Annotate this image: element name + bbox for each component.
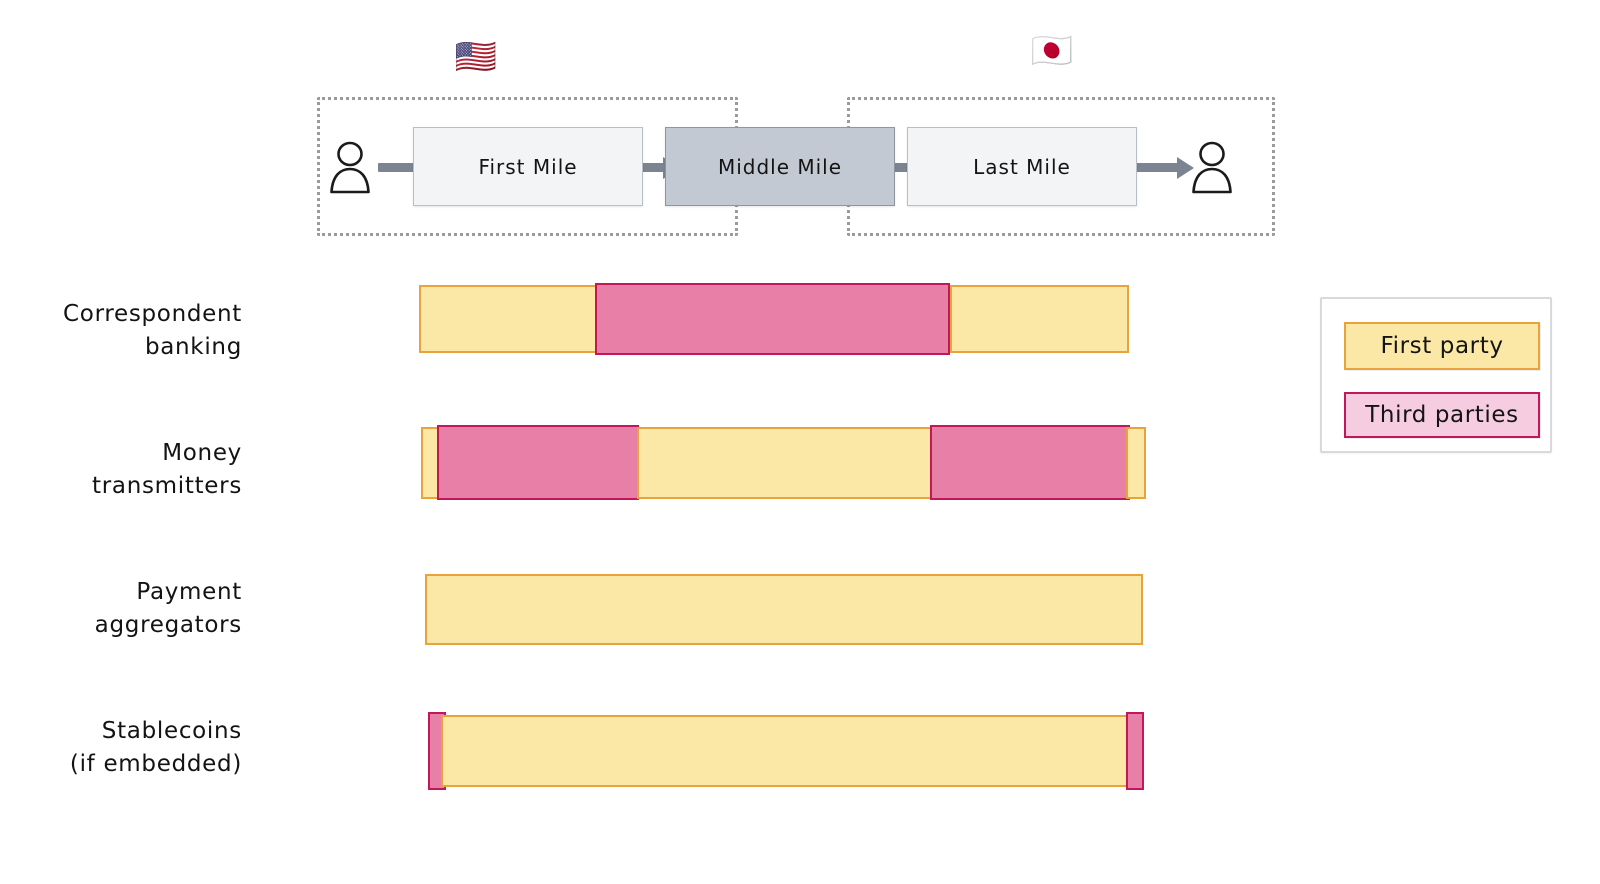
legend-item-first-party[interactable]: First party [1344, 322, 1540, 370]
row-label-line-2: (if embedded) [69, 750, 242, 777]
legend-label-third-parties: Third parties [1365, 402, 1519, 428]
legend-label-first-party: First party [1380, 333, 1504, 359]
bar-row-payment-aggregators [0, 574, 1600, 646]
bar-segment-first-party[interactable] [425, 574, 1143, 645]
row-label-line-1: Correspondent [63, 301, 242, 327]
stage-box-last-mile[interactable]: Last Mile [907, 127, 1137, 206]
bar-segment-first-party[interactable] [419, 285, 597, 353]
row-label-line-2: aggregators [94, 611, 242, 638]
bar-row-stablecoins [0, 712, 1600, 790]
row-label-line-1: Money [162, 440, 242, 466]
bar-segment-third-party[interactable] [1126, 712, 1144, 790]
bar-row-correspondent-banking [0, 283, 1600, 355]
bar-segment-third-party[interactable] [595, 283, 950, 355]
flag-japan-icon: 🇯🇵 [1030, 31, 1074, 71]
sender-person-icon [328, 140, 372, 194]
stage-box-first-mile[interactable]: First Mile [413, 127, 643, 206]
row-label-line-2: banking [144, 333, 242, 360]
bar-segment-first-party[interactable] [950, 285, 1129, 353]
stage-label-last-mile: Last Mile [973, 154, 1071, 179]
stage-box-middle-mile[interactable]: Middle Mile [665, 127, 895, 206]
flag-united-states-icon: 🇺🇸 [454, 37, 498, 77]
legend-item-third-parties[interactable]: Third parties [1344, 392, 1540, 438]
row-label-money-transmitters: Money transmitters [20, 437, 242, 502]
arrow-right-icon-last-mile-to-receiver [1124, 163, 1179, 172]
arrow-right-icon-middle-to-last-mile [876, 163, 916, 172]
row-label-correspondent-banking: Correspondent banking [20, 298, 242, 363]
row-label-line-1: Payment [136, 579, 242, 605]
row-label-payment-aggregators: Payment aggregators [20, 576, 242, 641]
bar-segment-first-party[interactable] [637, 427, 932, 499]
stage-label-first-mile: First Mile [478, 154, 578, 179]
row-label-line-2: transmitters [92, 472, 242, 499]
row-label-stablecoins: Stablecoins (if embedded) [20, 715, 242, 780]
bar-row-money-transmitters [0, 425, 1600, 500]
legend: First party Third parties [1320, 297, 1552, 453]
arrow-right-icon-first-to-middle-mile [625, 163, 665, 172]
arrow-right-icon-sender-to-first-mile [378, 163, 440, 172]
stage-label-middle-mile: Middle Mile [717, 154, 843, 179]
bar-segment-third-party[interactable] [930, 425, 1130, 500]
bar-segment-first-party[interactable] [441, 715, 1129, 787]
row-label-line-1: Stablecoins [101, 718, 242, 744]
bar-segment-third-party[interactable] [437, 425, 639, 500]
bar-segment-first-party[interactable] [1126, 427, 1146, 499]
receiver-person-icon [1190, 140, 1234, 194]
